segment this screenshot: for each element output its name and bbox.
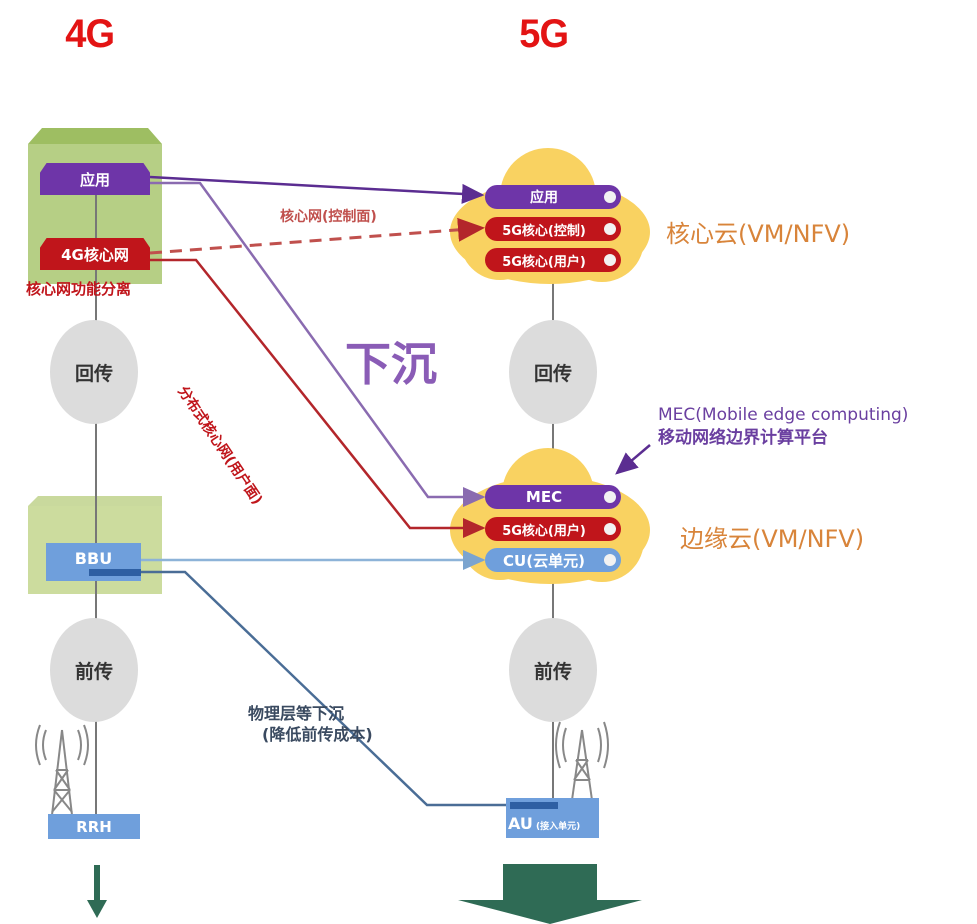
4g-app-label: 应用: [79, 170, 110, 189]
cu-label: CU(云单元): [503, 551, 585, 570]
phy-sink-note: 物理层等下沉 (降低前传成本): [248, 703, 373, 745]
4g-bbu-block: BBU: [46, 543, 141, 581]
user-plane-line: [150, 258, 486, 538]
4g-down-arrow-icon: [87, 865, 107, 918]
edge-cloud-caption: 边缘云(VM/NFV): [680, 525, 865, 553]
app-to-mec-line: [150, 181, 486, 507]
5g-title: 5G: [519, 12, 569, 56]
edge-5g-core-user-label: 5G核心(用户): [502, 523, 586, 539]
core-split-caption: 核心网功能分离: [26, 280, 132, 298]
cu-pill: CU(云单元): [485, 548, 621, 572]
5g-backhaul-node: 回传: [509, 320, 597, 424]
control-plane-dashed-line: [149, 217, 485, 255]
au-port: [510, 802, 558, 809]
rrh-label: RRH: [76, 817, 112, 836]
5g-backhaul-label: 回传: [533, 362, 572, 385]
4g-backhaul-label: 回传: [74, 362, 113, 385]
5g-tower-icon: [555, 721, 609, 801]
4g-tower-icon: [35, 724, 89, 816]
4g-core-block: 4G核心网: [40, 238, 150, 270]
mec-label: MEC: [525, 488, 563, 506]
mec-note-line1: MEC(Mobile edge computing): [658, 405, 909, 425]
status-dot: [604, 191, 616, 203]
5g-core-user-pill: 5G核心(用户): [485, 248, 621, 272]
cloud-app-label: 应用: [530, 190, 558, 206]
control-plane-label: 核心网(控制面): [280, 209, 377, 225]
bbu-label: BBU: [74, 548, 113, 568]
5g-fronthaul-label: 前传: [533, 660, 572, 683]
4g-fronthaul-label: 前传: [74, 660, 113, 683]
4g-backhaul-node: 回传: [50, 320, 138, 424]
status-dot: [604, 254, 616, 266]
phy-sink-line1: 物理层等下沉: [248, 704, 345, 723]
mec-note: MEC(Mobile edge computing) 移动网络边界计算平台: [658, 404, 908, 450]
au-block: AU (接入单元): [506, 798, 599, 838]
5g-fronthaul-node: 前传: [509, 618, 597, 722]
mec-note-line2: 移动网络边界计算平台: [658, 428, 828, 448]
4g-title: 4G: [65, 12, 115, 56]
rrh-block: RRH: [48, 814, 140, 839]
mec-pill: MEC: [485, 485, 621, 509]
5g-core-user-label: 5G核心(用户): [502, 254, 586, 270]
au-sublabel: (接入单元): [536, 822, 581, 832]
5g-down-arrow-icon: [458, 864, 642, 924]
5g-core-control-pill: 5G核心(控制): [485, 217, 621, 241]
sink-label: 下沉: [345, 337, 437, 391]
5g-core-control-label: 5G核心(控制): [502, 223, 586, 239]
status-dot: [604, 223, 616, 235]
phy-sink-line2: (降低前传成本): [262, 725, 373, 744]
cloud-app-pill: 应用: [485, 185, 621, 209]
au-label: AU: [508, 814, 533, 833]
app-to-cloud-app-line: [149, 175, 485, 204]
4g-core-label: 4G核心网: [61, 245, 129, 264]
bbu-to-au-line: [140, 570, 512, 807]
mec-note-arrow: [615, 444, 651, 475]
status-dot: [604, 554, 616, 566]
status-dot: [604, 491, 616, 503]
4g-fronthaul-node: 前传: [50, 618, 138, 722]
core-cloud-caption: 核心云(VM/NFV): [666, 220, 851, 248]
edge-5g-core-user-pill: 5G核心(用户): [485, 517, 621, 541]
bbu-port: [89, 569, 141, 576]
4g-app-block: 应用: [40, 163, 150, 195]
status-dot: [604, 523, 616, 535]
